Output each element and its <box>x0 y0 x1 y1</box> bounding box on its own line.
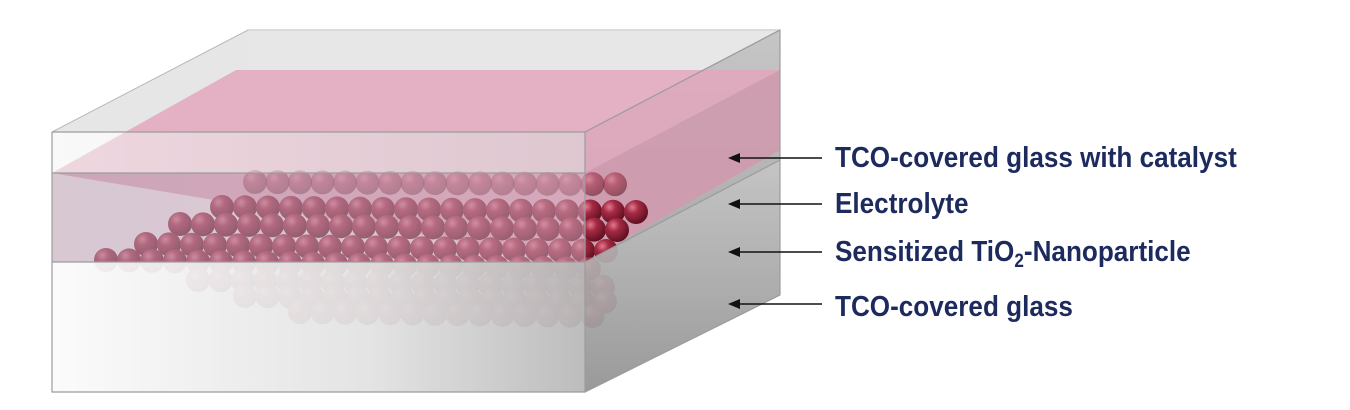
nanoparticle <box>601 199 625 224</box>
nanoparticle <box>582 217 606 242</box>
label-top-glass: TCO-covered glass with catalyst <box>835 142 1237 174</box>
arrowhead-nanoparticle <box>728 247 740 257</box>
nanoparticle <box>580 172 605 197</box>
arrowhead-top-glass <box>728 153 740 163</box>
top-glass-front-face <box>52 132 585 173</box>
label-nanoparticle-prefix: Sensitized TiO <box>835 236 1015 268</box>
nanoparticle <box>605 217 629 242</box>
label-nanoparticle: Sensitized TiO2-Nanoparticle <box>835 235 1191 272</box>
bottom-glass-right-face <box>585 160 780 392</box>
electrolyte-front-face <box>52 173 585 262</box>
box-edges <box>51 29 781 393</box>
nanoparticle <box>624 200 648 225</box>
pointer-arrows <box>728 153 822 309</box>
arrowhead-electrolyte <box>728 199 740 209</box>
label-electrolyte: Electrolyte <box>835 188 969 220</box>
label-nanoparticle-suffix: -Nanoparticle <box>1023 236 1191 268</box>
label-nanoparticle-subscript: 2 <box>1014 251 1024 272</box>
bottom-glass-front-face <box>52 262 585 392</box>
arrowhead-bottom-glass <box>728 299 740 309</box>
nanoparticle <box>603 172 627 197</box>
label-bottom-glass: TCO-covered glass <box>835 291 1073 323</box>
